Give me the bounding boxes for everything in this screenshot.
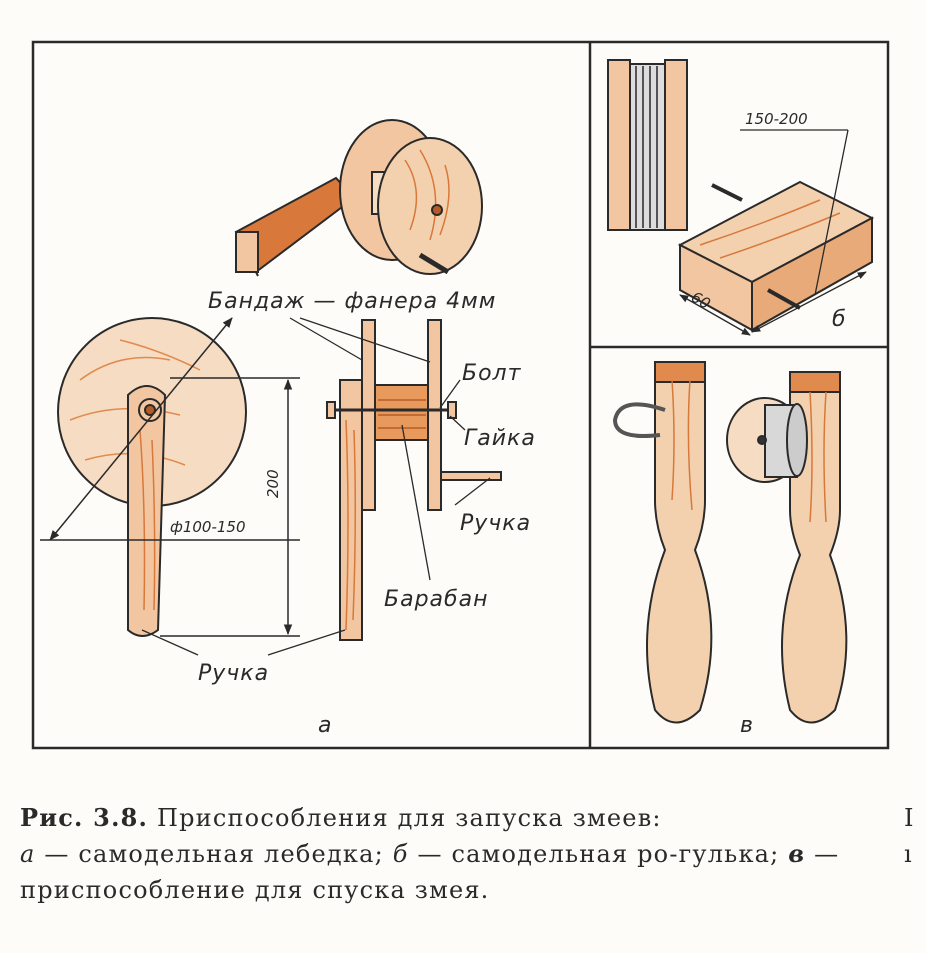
label-diameter: ф100-150 — [170, 518, 246, 536]
caption-letter-a: а — [20, 840, 36, 868]
rogulka-dimensions — [679, 129, 867, 336]
label-bandage: Бандаж — фанера 4мм — [208, 289, 496, 314]
caption-figure-number: Рис. 3.8. — [20, 803, 149, 832]
rogulka-top-view — [607, 59, 688, 231]
winch-front-view — [57, 317, 247, 637]
caption-text-b: — самодельная ро-гулька; — [417, 840, 780, 868]
diameter-dimension — [40, 317, 300, 541]
edge-line-2: ı — [904, 840, 912, 868]
caption-text-a: — самодельная лебедка; — [44, 840, 384, 868]
label-dim-200: 200 — [264, 469, 282, 498]
caption-text-v: — приспособление для спуска змея. — [20, 840, 840, 904]
winch-side-view — [326, 319, 502, 641]
label-dim-150-200: 150-200 — [745, 110, 808, 128]
label-drum: Барабан — [384, 587, 488, 612]
figure-frame — [31, 40, 890, 750]
panel-label-v: в — [740, 713, 754, 738]
panel-label-a: а — [318, 713, 332, 738]
label-nut: Гайка — [464, 426, 536, 451]
caption-letter-v: в — [788, 839, 806, 868]
label-bolt: Болт — [462, 361, 522, 386]
figure-caption: Рис. 3.8. Приспособления для запуска зме… — [20, 800, 880, 908]
edge-line-1: I — [904, 804, 914, 832]
label-handle-bottom: Ручка — [198, 661, 269, 686]
descent-device-left — [612, 361, 713, 724]
descent-device-right — [726, 371, 848, 724]
label-handle-right: Ручка — [460, 511, 531, 536]
page-edge-text: I ı — [904, 800, 913, 872]
winch-perspective — [234, 119, 483, 277]
panel-label-b: б — [832, 307, 847, 332]
kite-tools-figure: Бандаж — фанера 4мм Болт Гайка Ручка Бар… — [31, 40, 890, 750]
caption-title: Приспособления для запуска змеев: — [156, 804, 662, 832]
height-dimension — [160, 377, 300, 637]
caption-letter-b: б — [392, 840, 409, 868]
leader-lines — [141, 317, 491, 656]
